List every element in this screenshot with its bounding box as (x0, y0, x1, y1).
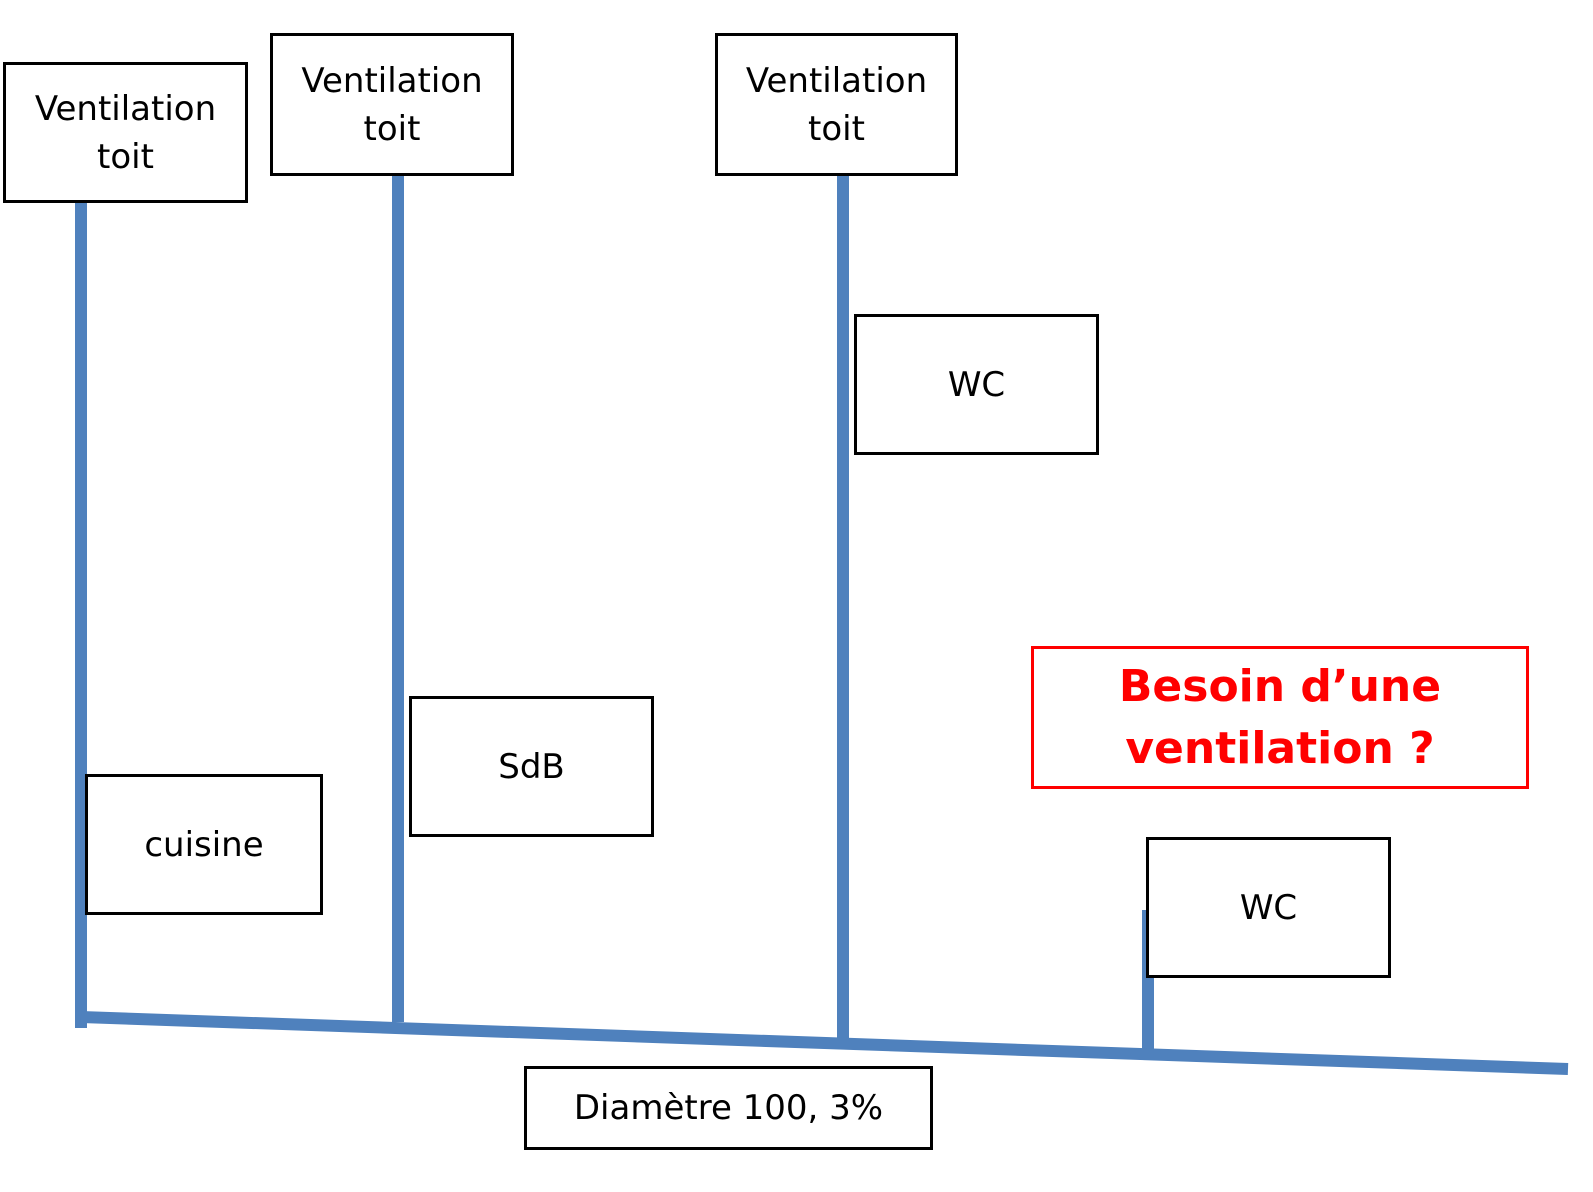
wc-upper-label: WC (947, 364, 1006, 405)
cuisine-label: cuisine (144, 824, 264, 865)
main-pipe-label-box: Diamètre 100, 3% (524, 1066, 933, 1150)
wc-box-upper: WC (854, 314, 1099, 455)
ventilation-question: Besoin d’une ventilation ? (1118, 660, 1442, 774)
main-pipe-label: Diamètre 100, 3% (573, 1088, 884, 1128)
vent-box-2-label: Ventilation toit (301, 60, 483, 149)
main-drain-pipe (80, 1011, 1569, 1075)
ventilation-question-box: Besoin d’une ventilation ? (1031, 646, 1529, 789)
vent-box-3-label: Ventilation toit (745, 60, 928, 149)
sdb-box: SdB (409, 696, 654, 837)
wc-box-lower: WC (1146, 837, 1391, 978)
vent-box-1-label: Ventilation toit (34, 88, 217, 177)
sdb-label: SdB (498, 746, 565, 787)
cuisine-box: cuisine (85, 774, 323, 915)
vent-box-3: Ventilation toit (715, 33, 958, 176)
vent-box-2: Ventilation toit (270, 33, 514, 176)
wc-lower-label: WC (1239, 887, 1298, 928)
vent-box-1: Ventilation toit (3, 62, 248, 203)
